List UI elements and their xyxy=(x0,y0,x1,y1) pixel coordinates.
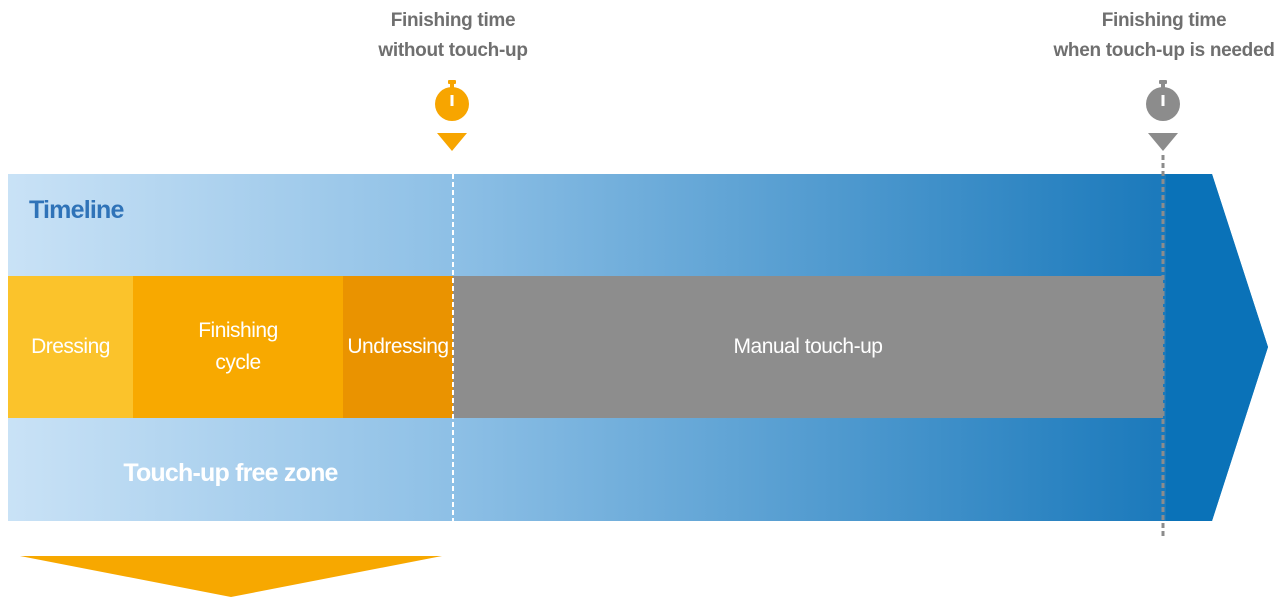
timeline-arrow-head xyxy=(1166,174,1268,521)
marker-label-without-touchup: Finishing time without touch-up xyxy=(378,10,528,61)
stopwatch-icon xyxy=(1146,80,1180,121)
segment-bg-dressing xyxy=(8,276,133,418)
free-zone-arrow xyxy=(20,556,442,597)
marker-label-with-touchup: Finishing time when touch-up is needed xyxy=(1053,10,1275,61)
segment-bg-finishing-cycle xyxy=(133,276,343,418)
segment-undressing: Undressing xyxy=(347,335,449,358)
marker-pointer-icon xyxy=(437,133,467,151)
stopwatch-icon xyxy=(435,80,469,121)
free-zone-label: Touch-up free zone xyxy=(123,459,338,487)
marker-pointer-icon xyxy=(1148,133,1178,151)
segment-bg-undressing xyxy=(343,276,453,418)
segment-finishing-cycle: Finishing cycle xyxy=(198,319,278,374)
segment-bg-manual-touch-up xyxy=(453,276,1163,418)
timeline-title: Timeline xyxy=(29,196,124,224)
segment-dressing: Dressing xyxy=(31,335,110,358)
segment-manual-touch-up: Manual touch-up xyxy=(733,335,883,358)
